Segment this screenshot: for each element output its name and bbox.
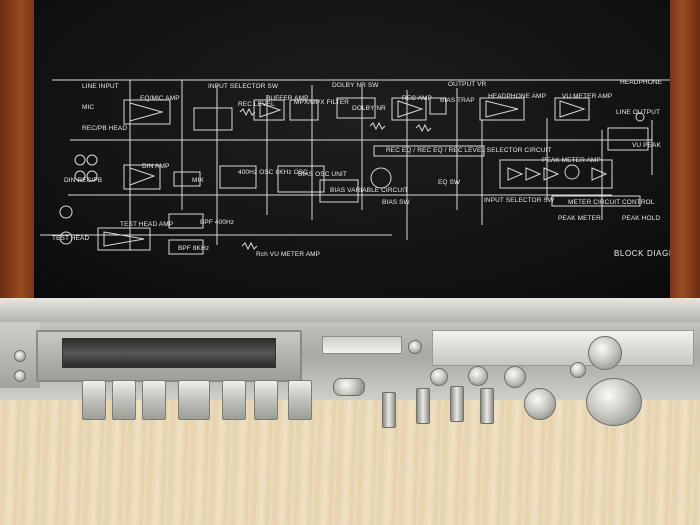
transport-key-7[interactable] [288, 380, 312, 420]
block-diagram-lid: BLOCK DIAGRAM LINE INPUT MIC REC/PB HEAD DI… [12, 0, 696, 303]
diagram-label-vu-meter-amp: VU METER AMP [562, 93, 613, 100]
diagram-label-line-input: LINE INPUT [82, 83, 119, 90]
diagram-label-rec-level: REC LEVEL [238, 101, 275, 108]
diagram-label-peak-meter-amp: PEAK METER AMP [542, 157, 601, 164]
diagram-label-bias-osc-unit: BIAS OSC UNIT [298, 171, 347, 178]
transport-key-play[interactable] [178, 380, 210, 420]
diagram-label-dolby-nr: DOLBY NR [352, 105, 386, 112]
circuit-diagram [40, 79, 672, 255]
diagram-label-headphone: HEADPHONE [620, 79, 663, 86]
transport-key-3[interactable] [142, 380, 166, 420]
master-volume-knob[interactable] [586, 378, 642, 426]
peak-hold-knob[interactable] [570, 362, 586, 378]
selector-lever-4[interactable] [480, 388, 494, 424]
input-level-knob[interactable] [588, 336, 622, 370]
diagram-label-mic: MIC [82, 104, 95, 111]
diagram-label-vu-peak: VU PEAK [632, 142, 661, 149]
diagram-label-meter-circuit-control: METER CIRCUIT CONTROL [568, 199, 655, 206]
diagram-label-peak-hold: PEAK HOLD [622, 215, 661, 222]
wood-side-panel-left [0, 0, 34, 300]
block-diagram-title: BLOCK DIAGRAM [614, 249, 689, 258]
wood-side-panel-right [670, 0, 700, 310]
diagram-label-headphone-amp: HEADPHONE AMP [488, 93, 547, 100]
diagram-label-eq-mic-amp: EQ/MIC AMP [140, 95, 180, 102]
diagram-label-bpf-8khz: BPF 8KHz [178, 245, 210, 252]
cassette-window [62, 338, 276, 368]
control-panel [432, 330, 694, 366]
selector-lever-2[interactable] [416, 388, 430, 424]
diagram-label-mpx-mpx-filter: MPX/MPX FILTER [294, 99, 350, 106]
transport-key-5[interactable] [222, 380, 246, 420]
level-knob-3[interactable] [504, 366, 526, 388]
diagram-label-bpf-400hz: BPF 400Hz [200, 219, 235, 226]
counter-reset-button[interactable] [333, 378, 365, 396]
diagram-label-test-head: TEST HEAD [52, 235, 90, 242]
selector-lever-3[interactable] [450, 386, 464, 422]
diagram-label-rec-pb-head: REC/PB HEAD [82, 125, 128, 132]
diagram-label-peak-meter: PEAK METER [558, 215, 601, 222]
power-button[interactable] [14, 370, 26, 382]
diagram-label-mix: MIX [192, 177, 204, 184]
diagram-label-bias-trap: BIAS TRAP [440, 97, 475, 104]
transport-key-2[interactable] [112, 380, 136, 420]
diagram-label-bias-sw: BIAS SW [382, 199, 410, 206]
level-knob-1[interactable] [430, 368, 448, 386]
diagram-label-bias-osc: 400Hz OSC 8KHz OSC [238, 169, 309, 176]
level-knob-2[interactable] [468, 366, 488, 386]
diagram-label-buffer-amp: BUFFER AMP [266, 95, 309, 102]
diagram-label-input-selector-sw-2: INPUT SELECTOR SW [484, 197, 555, 204]
diagram-label-bias-variable-circuit: BIAS VARIABLE CIRCUIT [330, 187, 409, 194]
chassis-top-lip [0, 298, 700, 322]
diagram-label-rec-amp: REC AMP [402, 95, 432, 102]
diagram-label-line-output: LINE OUTPUT [616, 109, 661, 116]
diagram-label-din-rec-pb: DIN REC/PB [64, 177, 103, 184]
eject-button[interactable] [14, 350, 26, 362]
small-knob-1[interactable] [408, 340, 422, 354]
diagram-label-dolby-nr-sw: DOLBY NR SW [332, 82, 379, 89]
transport-key-1[interactable] [82, 380, 106, 420]
diagram-label-rch-vu-meter-amp: Rch VU METER AMP [256, 251, 321, 258]
diagram-label-rec-eq-selector: REC EQ / REC EQ / REC LEVEL SELECTOR CIR… [386, 147, 552, 154]
diagram-label-output-vr: OUTPUT VR [448, 81, 487, 88]
output-level-knob[interactable] [524, 388, 556, 420]
counter-display [322, 336, 402, 354]
selector-lever-1[interactable] [382, 392, 396, 428]
diagram-label-input-selector-sw: INPUT SELECTOR SW [208, 83, 279, 90]
diagram-label-eq-sw: EQ SW [438, 179, 461, 186]
transport-key-6[interactable] [254, 380, 278, 420]
diagram-label-test-head-amp: TEST HEAD AMP [120, 221, 174, 228]
diagram-label-din-amp: DIN AMP [142, 163, 170, 170]
